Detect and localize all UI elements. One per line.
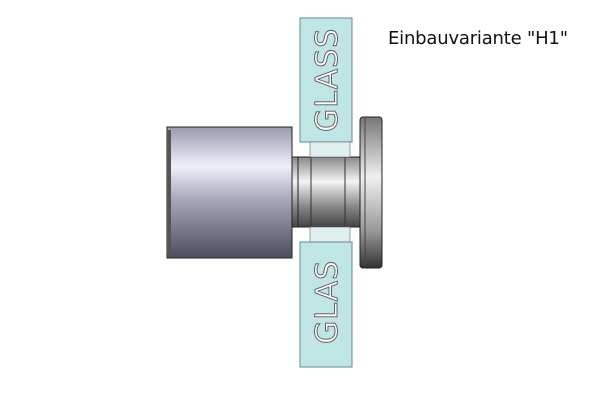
glass-pane-bottom: GLAS (299, 241, 353, 368)
diagram-title: Einbauvariante "H1" (388, 28, 568, 49)
glass-top-label: GLASS (310, 28, 345, 132)
glass-gap-top (309, 141, 351, 158)
glass-gap-bottom (309, 226, 351, 243)
glass-bottom-label: GLAS (310, 260, 345, 344)
cylinder-body (166, 126, 293, 259)
shaft-section (291, 156, 361, 228)
mounting-disc (359, 116, 383, 269)
glass-pane-top: GLASS (299, 17, 353, 143)
